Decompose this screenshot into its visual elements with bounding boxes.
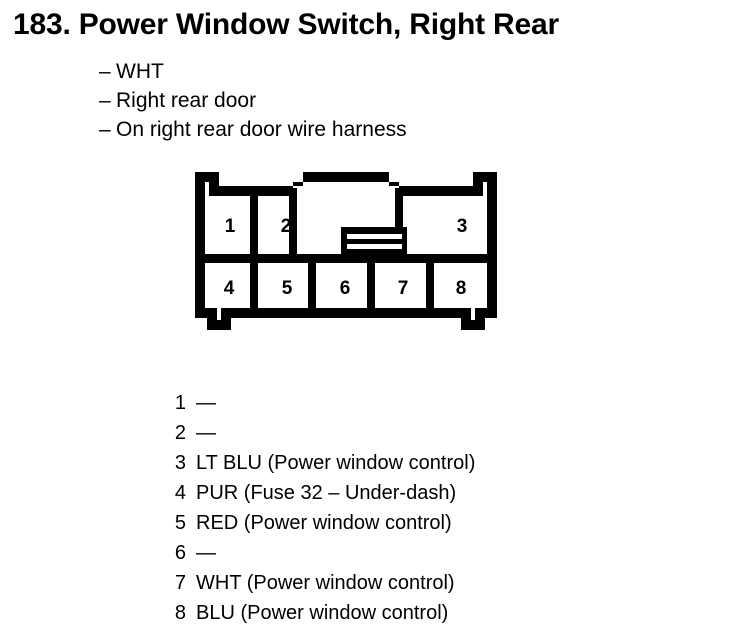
cell-divider-bottom-1	[250, 261, 258, 311]
pin-legend-number: 4	[174, 482, 186, 504]
dash-bullet-icon: –	[99, 89, 111, 112]
pin-legend-desc: RED (Power window control)	[196, 512, 452, 534]
pin-cell-8: 8	[456, 278, 467, 299]
attribute-text: On right rear door wire harness	[116, 118, 407, 141]
pin-cell-6: 6	[340, 278, 351, 299]
pin-cell-2: 2	[281, 216, 292, 237]
pin-legend-desc: —	[196, 392, 216, 414]
pin-legend-number: 5	[174, 512, 186, 534]
cell-divider-bottom-3	[367, 261, 375, 311]
dash-bullet-icon: –	[99, 60, 111, 83]
pin-legend-row: 2 —	[160, 418, 680, 448]
pin-legend-number: 7	[174, 572, 186, 594]
cell-divider-bottom-4	[426, 261, 434, 311]
pin-cell-4: 4	[224, 278, 235, 299]
pin-legend-desc: WHT (Power window control)	[196, 572, 455, 594]
cell-divider-top-3	[395, 188, 403, 256]
pin-legend: 1 — 2 — 3 LT BLU (Power window control) …	[160, 388, 680, 628]
cell-divider-top-2	[289, 188, 297, 256]
pin-legend-number: 2	[174, 422, 186, 444]
attribute-list: – WHT – Right rear door – On right rear …	[99, 57, 659, 144]
pin-cell-1: 1	[225, 216, 236, 237]
pin-cell-3: 3	[457, 216, 468, 237]
pin-legend-number: 8	[174, 602, 186, 624]
connector-diagram: 1 2 3 4 5 6 7 8	[190, 170, 502, 336]
attribute-text: WHT	[116, 60, 164, 83]
attribute-item-location: – Right rear door	[99, 86, 659, 115]
pin-legend-row: 7 WHT (Power window control)	[160, 568, 680, 598]
pin-legend-row: 5 RED (Power window control)	[160, 508, 680, 538]
cell-divider-bottom-2	[308, 261, 316, 311]
pin-cell-5: 5	[282, 278, 293, 299]
page-title: 183. Power Window Switch, Right Rear	[13, 8, 559, 41]
attribute-item-wire-color: – WHT	[99, 57, 659, 86]
dash-bullet-icon: –	[99, 118, 111, 141]
cell-divider-top-1	[250, 194, 258, 256]
pin-legend-desc: LT BLU (Power window control)	[196, 452, 476, 474]
connector-svg: 1 2 3 4 5 6 7 8	[195, 172, 497, 330]
connector-outline	[195, 172, 497, 330]
pin-legend-row: 4 PUR (Fuse 32 – Under-dash)	[160, 478, 680, 508]
pin-legend-desc: BLU (Power window control)	[196, 602, 449, 624]
pin-legend-row: 8 BLU (Power window control)	[160, 598, 680, 628]
pin-legend-number: 6	[174, 542, 186, 564]
latch-tab-icon	[341, 227, 407, 256]
row-divider	[195, 254, 497, 263]
attribute-text: Right rear door	[116, 89, 257, 112]
pin-legend-row: 1 —	[160, 388, 680, 418]
pin-legend-number: 1	[174, 392, 186, 414]
pin-legend-desc: —	[196, 542, 216, 564]
pin-legend-row: 6 —	[160, 538, 680, 568]
pin-cell-7: 7	[398, 278, 409, 299]
pin-legend-desc: —	[196, 422, 216, 444]
pin-legend-desc: PUR (Fuse 32 – Under-dash)	[196, 482, 457, 504]
pin-legend-number: 3	[174, 452, 186, 474]
pin-legend-row: 3 LT BLU (Power window control)	[160, 448, 680, 478]
attribute-item-harness: – On right rear door wire harness	[99, 115, 659, 144]
